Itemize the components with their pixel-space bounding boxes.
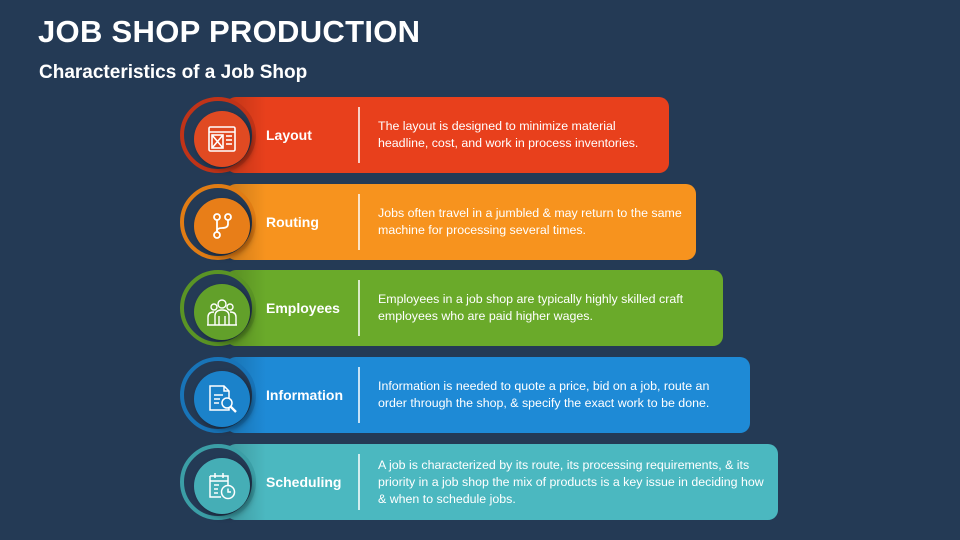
layout-icon [194, 111, 250, 167]
item-ring [180, 184, 256, 260]
item-ring [180, 357, 256, 433]
item-bar [226, 357, 750, 433]
item-divider [358, 454, 360, 510]
item-routing: Routing Jobs often travel in a jumbled &… [180, 184, 696, 260]
item-ring [180, 97, 256, 173]
page-subtitle: Characteristics of a Job Shop [39, 62, 308, 83]
page-title: JOB SHOP PRODUCTION [38, 14, 421, 49]
item-layout: Layout The layout is designed to minimiz… [180, 97, 669, 173]
item-divider [358, 107, 360, 163]
item-label: Layout [266, 127, 312, 143]
item-ring [180, 444, 256, 520]
item-scheduling: Scheduling A job is characterized by its… [180, 444, 778, 520]
scheduling-icon [194, 458, 250, 514]
item-divider [358, 367, 360, 423]
item-ring [180, 270, 256, 346]
item-description: Information is needed to quote a price, … [378, 379, 710, 410]
item-label: Routing [266, 214, 319, 230]
item-label: Information [266, 387, 343, 403]
item-information: Information Information is needed to quo… [180, 357, 750, 433]
routing-icon [194, 198, 250, 254]
item-description: Employees in a job shop are typically hi… [378, 292, 684, 323]
item-bar [226, 97, 669, 173]
item-description: A job is characterized by its route, its… [378, 457, 764, 506]
item-description: The layout is designed to minimize mater… [378, 119, 639, 150]
item-label: Employees [266, 300, 340, 316]
item-label: Scheduling [266, 474, 342, 490]
item-divider [358, 194, 360, 250]
employees-icon [194, 284, 250, 340]
item-employees: Employees Employees in a job shop are ty… [180, 270, 723, 346]
information-icon [194, 371, 250, 427]
item-description: Jobs often travel in a jumbled & may ret… [378, 206, 682, 237]
item-divider [358, 280, 360, 336]
